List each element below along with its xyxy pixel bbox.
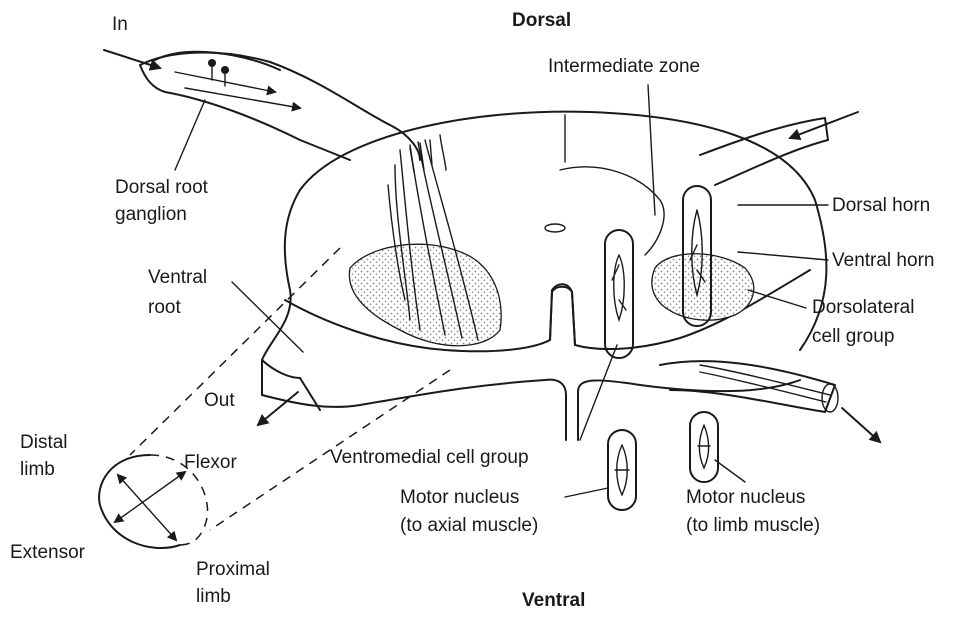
leader-dorsolateral [748,290,806,308]
label-dorsal-root-1: Dorsal root [115,177,209,198]
leader-ventral-horn [738,252,828,260]
label-in: In [112,14,128,35]
leader-ventral-root [232,282,303,352]
motor-column-limb-bottom [690,412,718,482]
ventral-root-right [660,361,835,412]
grey-matter-left [349,244,501,346]
limb-ellipse-solid [99,455,180,548]
label-motor-axial-1: Motor nucleus [400,487,519,508]
grey-matter-right [652,254,754,320]
leader-intermediate [648,85,655,215]
dorsal-root-ganglion-bulge [155,52,280,70]
label-ventral-root-2: root [148,297,181,318]
label-motor-axial-2: (to axial muscle) [400,515,538,536]
in-arrow-right [790,112,858,138]
dorsal-root-tube [140,53,420,160]
central-canal [545,224,565,232]
leader-motor-limb [715,460,745,482]
label-ventral: Ventral [522,590,585,611]
label-intermediate-zone: Intermediate zone [548,56,700,77]
ganglion-cell-2 [221,66,229,74]
label-dorsal-horn: Dorsal horn [832,195,930,216]
label-ventromedial: Ventromedial cell group [330,447,529,468]
leader-dorsal-root-ganglion [175,100,205,170]
out-arrow-left [258,392,298,425]
label-motor-limb-2: (to limb muscle) [686,515,820,536]
in-arrow-left [104,50,160,68]
label-extensor: Extensor [10,542,86,563]
label-ventral-root-1: Ventral [148,267,207,288]
out-arrow-right [842,408,880,442]
leader-ventromedial [580,345,617,440]
label-out: Out [204,390,235,411]
label-ventral-horn: Ventral horn [832,250,934,271]
label-proximal-2: limb [196,586,231,607]
dorsal-root-right [700,118,828,185]
label-proximal-1: Proximal [196,559,270,580]
dorsal-horn-right [560,167,664,255]
leader-motor-axial [565,488,608,497]
dorsal-root-tube-lower [140,65,350,160]
label-motor-limb-1: Motor nucleus [686,487,805,508]
label-distal-2: limb [20,459,55,480]
label-distal-1: Distal [20,432,68,453]
label-flexor: Flexor [184,452,237,473]
label-dorsolateral-2: cell group [812,326,894,347]
ganglion-cell-1 [208,59,216,67]
ventral-fissure [550,287,575,345]
flexor-extensor-arrow-2 [115,472,185,522]
label-dorsal-root-2: ganglion [115,204,187,225]
label-dorsolateral-1: Dorsolateral [812,297,914,318]
label-dorsal: Dorsal [512,10,571,31]
motor-column-axial-top [605,230,633,358]
